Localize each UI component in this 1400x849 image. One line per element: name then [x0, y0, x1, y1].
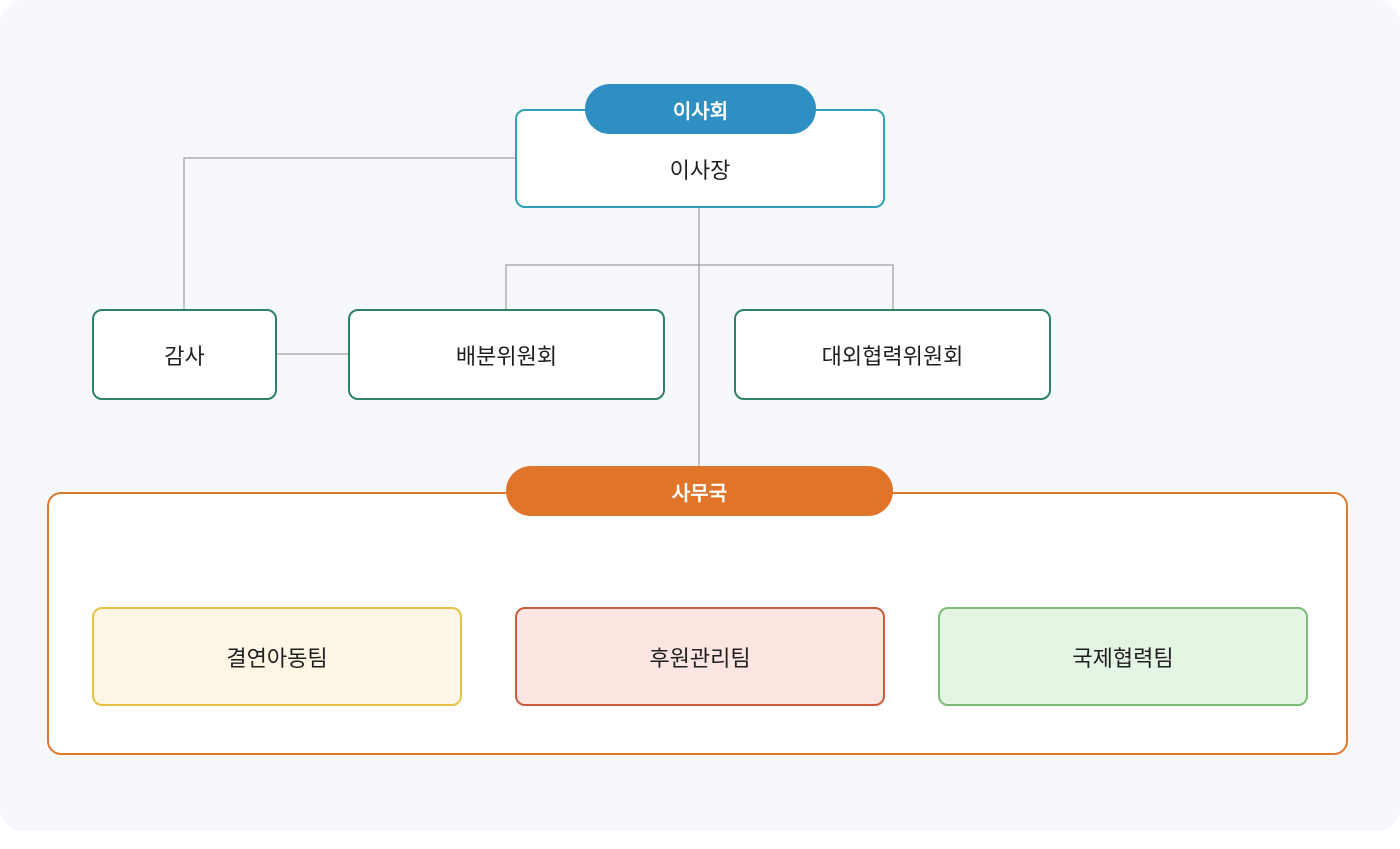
- team-label: 결연아동팀: [226, 646, 328, 672]
- external-cooperation-committee-box: 대외협력위원회: [734, 309, 1051, 400]
- connector-chairman-audit: [183, 157, 515, 309]
- connector-committees: [505, 264, 894, 309]
- board-pill: 이사회: [585, 84, 816, 134]
- distribution-committee-box: 배분위원회: [348, 309, 665, 400]
- secretariat-label: 사무국: [671, 480, 728, 505]
- team-label: 후원관리팀: [649, 646, 751, 672]
- external-cooperation-committee-label: 대외협력위원회: [821, 344, 964, 370]
- audit-box: 감사: [92, 309, 277, 400]
- board-label: 이사회: [672, 98, 729, 123]
- team-box-sponsored-children: 결연아동팀: [92, 607, 462, 706]
- distribution-committee-label: 배분위원회: [455, 344, 558, 370]
- secretariat-pill: 사무국: [506, 466, 893, 516]
- team-box-international-cooperation: 국제협력팀: [938, 607, 1308, 706]
- audit-label: 감사: [164, 344, 205, 370]
- team-box-donor-management: 후원관리팀: [515, 607, 885, 706]
- team-label: 국제협력팀: [1072, 646, 1174, 672]
- chairman-label: 이사장: [669, 158, 731, 184]
